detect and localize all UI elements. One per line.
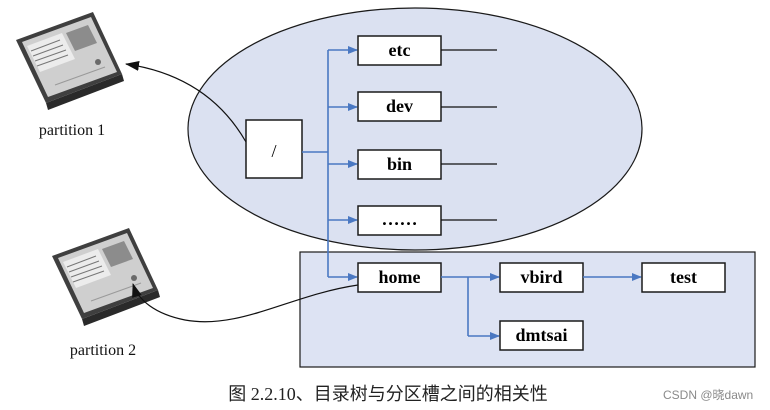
figure-caption: 图 2.2.10、目录树与分区槽之间的相关性: [228, 384, 548, 404]
dir-node-home: [357, 262, 442, 293]
root-partition-ellipse: [187, 7, 643, 251]
hard-disk-icon: [16, 12, 124, 110]
watermark: CSDN @晓dawn: [663, 388, 753, 402]
dir-label-bin: bin: [387, 154, 412, 174]
dir-node-test: [641, 262, 726, 293]
partition-1-label: partition 1: [39, 122, 105, 139]
dir-node-root: [245, 119, 303, 179]
dir-label-root: /: [271, 141, 276, 161]
dir-label-dev: dev: [386, 96, 413, 116]
dir-label-more: ……: [382, 209, 418, 229]
mount-arrow-home-to-partition-2: [132, 283, 359, 323]
mount-arrow-root-to-partition-1: [125, 60, 247, 143]
dir-label-etc: etc: [389, 40, 411, 60]
hard-disk-icon: [52, 228, 160, 326]
dir-label-home: home: [379, 267, 421, 287]
dir-label-test: test: [670, 267, 697, 287]
partition-2-label: partition 2: [70, 342, 136, 359]
dir-label-vbird: vbird: [520, 267, 562, 287]
dir-node-dev: [357, 91, 442, 122]
dir-label-dmtsai: dmtsai: [515, 325, 567, 345]
dir-node-dmtsai: [499, 320, 584, 351]
dir-node-vbird: [499, 262, 584, 293]
